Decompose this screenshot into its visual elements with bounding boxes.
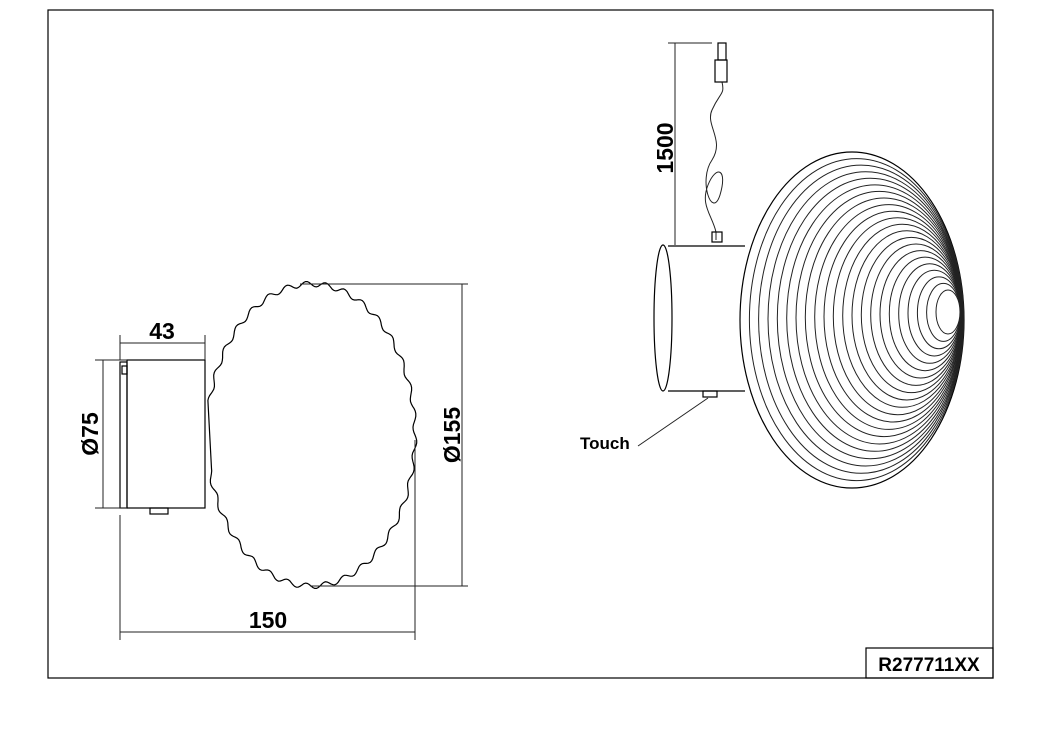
touch-label: Touch xyxy=(580,434,630,453)
usb-connector xyxy=(714,59,728,83)
drawing-frame xyxy=(47,9,994,679)
usb-cable xyxy=(704,81,724,240)
globe-ring xyxy=(935,289,961,335)
touch-button xyxy=(149,507,169,515)
usb-plug xyxy=(717,42,727,61)
base-cylinder xyxy=(126,359,206,509)
globe-ring xyxy=(870,243,962,386)
perspective-view: 1500 Touch xyxy=(580,42,965,489)
globe-shade-rings xyxy=(739,151,965,489)
touch-button xyxy=(702,390,718,398)
globe-ring xyxy=(842,223,963,408)
model-code: R277711XX xyxy=(878,655,980,676)
dim-base-diameter: Ø75 xyxy=(77,412,103,456)
base-cylinder xyxy=(668,245,745,392)
dim-shade-diameter: Ø155 xyxy=(439,407,465,463)
side-view: 43 Ø75 Ø155 150 xyxy=(77,281,468,640)
globe-shade-outline xyxy=(207,281,418,589)
dim-cable-length: 1500 xyxy=(652,122,678,173)
wall-plate xyxy=(119,361,128,509)
dim-base-depth: 43 xyxy=(149,318,175,344)
globe-ring xyxy=(879,250,962,379)
globe-ring xyxy=(832,217,963,416)
globe-ring xyxy=(916,276,961,350)
wall-plate-edge xyxy=(653,244,673,392)
globe-ring xyxy=(795,190,964,445)
globe-ring xyxy=(907,269,962,357)
touch-leader-line xyxy=(637,397,709,447)
plate-notch xyxy=(121,365,128,375)
dim-total-depth: 150 xyxy=(249,607,287,633)
model-code-box xyxy=(865,647,994,679)
cable-strain-relief xyxy=(711,231,723,243)
globe-ring xyxy=(804,197,964,438)
